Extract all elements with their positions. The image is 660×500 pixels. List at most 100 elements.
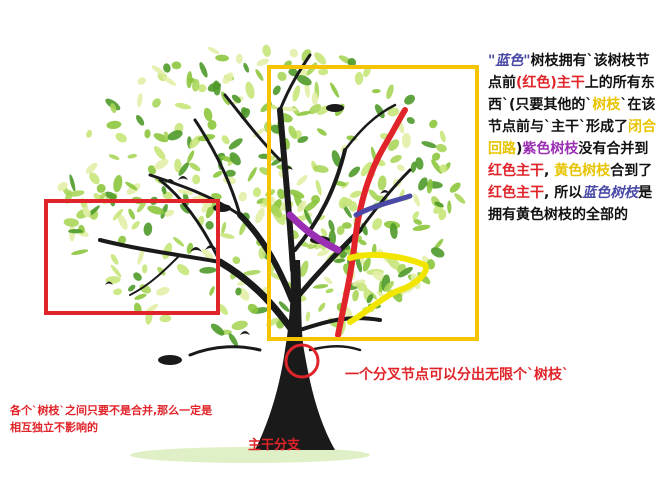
leaf — [153, 133, 169, 143]
leaf — [262, 44, 271, 57]
leaf — [277, 71, 287, 82]
leaf — [215, 54, 229, 62]
leaf — [296, 174, 308, 186]
leaf — [348, 166, 361, 178]
leaf — [247, 166, 257, 182]
leaf — [207, 46, 220, 55]
leaf — [306, 243, 317, 249]
explanation-segment: 闭合回路 — [488, 119, 656, 157]
leaf — [147, 205, 165, 215]
leaf — [161, 186, 167, 195]
leaf — [136, 200, 147, 213]
leaf — [362, 257, 371, 272]
leaf — [141, 264, 148, 274]
leaf — [205, 202, 216, 219]
leaf — [86, 129, 93, 138]
leaf — [342, 203, 352, 219]
leaf — [333, 258, 346, 263]
explanation-segment: 合到了 — [610, 163, 653, 179]
leaf — [347, 57, 357, 67]
leaf — [447, 200, 452, 214]
leaf — [203, 107, 213, 122]
leaf — [151, 65, 166, 76]
leaf — [245, 81, 255, 99]
leaf — [288, 125, 297, 139]
birds — [105, 166, 390, 335]
leaf — [360, 161, 373, 177]
explanation-segment: , 所以 — [544, 185, 583, 201]
leaf — [189, 162, 201, 172]
leaf — [71, 249, 89, 256]
leaf — [238, 191, 247, 202]
leaf — [174, 158, 182, 173]
explanation-segment: 是拥有黄色树枝的全部的 — [488, 185, 653, 223]
leaf — [320, 228, 328, 237]
leaf — [247, 303, 259, 314]
leaf — [366, 293, 374, 304]
leaf — [252, 187, 262, 198]
leaf — [222, 72, 234, 84]
leaf — [315, 179, 322, 196]
leaf — [209, 286, 215, 296]
leaf — [136, 115, 145, 126]
leaf — [355, 255, 363, 273]
leaf — [144, 129, 151, 139]
leaf — [231, 320, 248, 331]
leaf — [134, 293, 147, 300]
leaf — [304, 209, 312, 225]
leaf — [211, 192, 222, 200]
leaf — [374, 104, 385, 119]
red-frame — [44, 199, 220, 315]
leaf — [207, 82, 222, 92]
leaf — [297, 200, 307, 213]
leaf — [358, 239, 367, 246]
leaf — [137, 77, 146, 85]
leaf — [431, 159, 443, 174]
leaf — [268, 271, 283, 281]
leaf — [297, 111, 311, 116]
leaf — [186, 71, 193, 89]
leaf — [192, 174, 201, 185]
leaf — [372, 270, 386, 281]
explanation-segment: 上的所有东西`(只要其他的` — [488, 75, 655, 113]
leaf — [269, 204, 283, 218]
leaf — [176, 264, 190, 276]
leaf — [377, 175, 387, 191]
leaf — [106, 120, 122, 130]
leaf — [430, 247, 445, 258]
leaf — [108, 154, 120, 160]
leaf — [352, 289, 360, 302]
leaf — [82, 206, 91, 218]
leaf — [137, 92, 143, 108]
leaf — [186, 242, 194, 255]
leaf — [313, 165, 329, 173]
leaf — [153, 146, 166, 160]
leaf — [201, 249, 215, 261]
leaf — [354, 71, 364, 85]
leaf — [220, 233, 235, 239]
leaf — [406, 117, 415, 124]
leaf — [128, 284, 136, 292]
leaf — [350, 190, 362, 198]
leaf — [404, 94, 416, 105]
leaf — [421, 141, 437, 149]
leaf — [160, 203, 168, 219]
leaf — [390, 154, 402, 164]
leaf — [228, 138, 243, 150]
leaf — [163, 63, 171, 73]
leaf — [397, 266, 413, 278]
leaf — [415, 157, 424, 170]
leaf — [348, 201, 358, 212]
leaf — [396, 164, 405, 172]
leaf — [434, 201, 444, 208]
explanation-segment: 树枝拥有`该树枝节点前 — [488, 53, 650, 91]
leaf — [386, 255, 401, 270]
fork-node-circle — [284, 343, 320, 379]
leaf — [143, 222, 153, 236]
leaf — [255, 208, 265, 224]
explanation-text: "蓝色"树枝拥有`该树枝节点前(红色)主干上的所有东西`(只要其他的`树枝`在该… — [488, 50, 658, 226]
red-main-trunk-line — [335, 107, 408, 338]
leaf — [225, 169, 236, 177]
leaf — [318, 302, 326, 312]
leaf — [454, 193, 466, 204]
